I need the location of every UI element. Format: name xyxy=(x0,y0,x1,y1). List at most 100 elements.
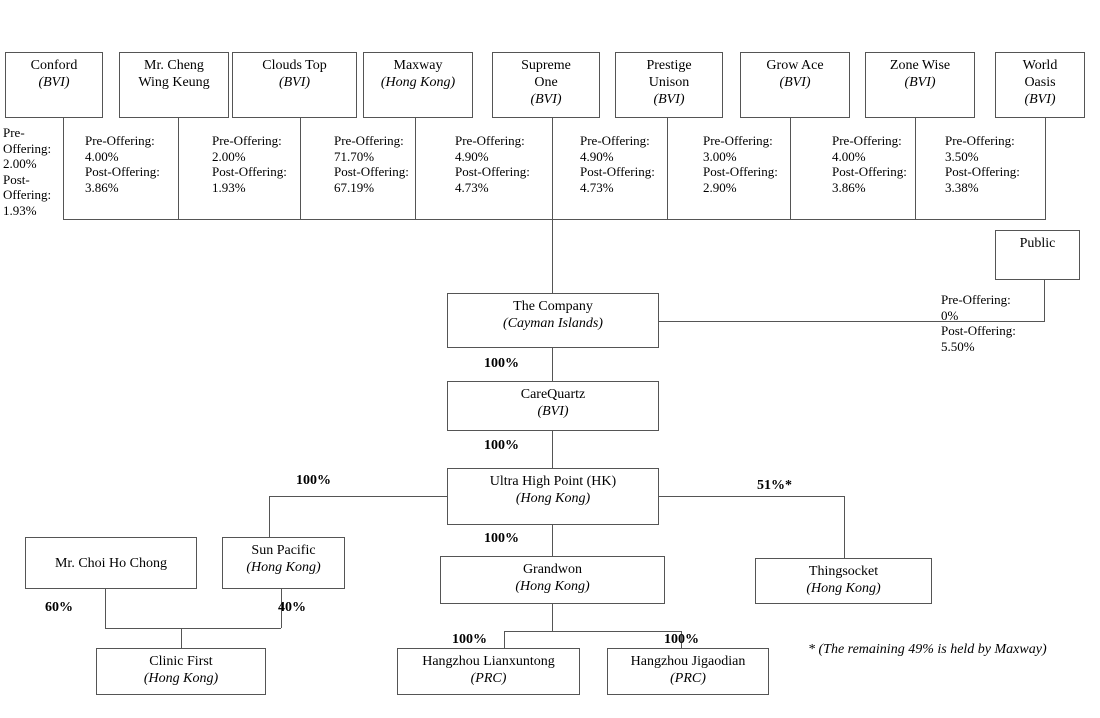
connector-grandwon-to-lianxuntong xyxy=(504,631,505,648)
connector-conford-drop xyxy=(63,118,64,219)
connector-sun-pacific-to-clinic-v xyxy=(281,589,282,628)
connector-uhp-to-sun-pacific-h xyxy=(269,496,447,497)
connector-uhp-to-thingsocket-v xyxy=(844,496,845,558)
ownership-note-world-oasis: Pre-Offering: 3.50% Post-Offering: 3.38% xyxy=(945,133,1020,195)
entity-box-hangzhou-jigaodian[interactable]: Hangzhou Jigaodian (PRC) xyxy=(607,648,769,695)
entity-name: Clinic First xyxy=(149,654,213,669)
percent-grandwon-to-jigaodian: 100% xyxy=(664,632,699,647)
shareholder-box-world-oasis[interactable]: World Oasis (BVI) xyxy=(995,52,1085,118)
shareholder-box-grow-ace[interactable]: Grow Ace (BVI) xyxy=(740,52,850,118)
entity-jurisdiction: (PRC) xyxy=(470,671,507,686)
percent-carequartz-to-uhp: 100% xyxy=(484,438,519,453)
entity-jurisdiction: (Hong Kong) xyxy=(380,75,456,90)
entity-jurisdiction: (Hong Kong) xyxy=(515,579,590,594)
percent-uhp-to-sun-pacific: 100% xyxy=(296,473,331,488)
ownership-note-zone-wise: Pre-Offering: 4.00% Post-Offering: 3.86% xyxy=(832,133,907,195)
connector-world-oasis-drop xyxy=(1045,118,1046,219)
entity-box-thingsocket[interactable]: Thingsocket (Hong Kong) xyxy=(755,558,932,604)
entity-box-the-company[interactable]: The Company (Cayman Islands) xyxy=(447,293,659,348)
ownership-note-maxway: Pre-Offering: 71.70% Post-Offering: 67.1… xyxy=(334,133,409,195)
entity-jurisdiction: (BVI) xyxy=(653,92,685,107)
entity-box-ultra-high-point[interactable]: Ultra High Point (HK) (Hong Kong) xyxy=(447,468,659,525)
connector-supreme-one-drop xyxy=(552,118,553,219)
footnote-maxway-remaining: * (The remaining 49% is held by Maxway) xyxy=(808,642,1047,657)
shareholder-box-maxway[interactable]: Maxway (Hong Kong) xyxy=(363,52,473,118)
entity-name: CareQuartz xyxy=(520,387,586,402)
entity-jurisdiction: (BVI) xyxy=(1024,92,1056,107)
ownership-note-clouds-top: Pre-Offering: 2.00% Post-Offering: 1.93% xyxy=(212,133,287,195)
entity-name: Mr. Cheng Wing Keung xyxy=(138,58,210,90)
connector-shareholder-bus xyxy=(63,219,1046,220)
percent-grandwon-to-lianxuntong: 100% xyxy=(452,632,487,647)
entity-name: Mr. Choi Ho Chong xyxy=(54,555,167,571)
entity-name: Zone Wise xyxy=(889,58,951,73)
percent-company-to-carequartz: 100% xyxy=(484,356,519,371)
connector-uhp-to-grandwon xyxy=(552,525,553,556)
entity-name: Prestige Unison xyxy=(646,58,692,90)
connector-zone-wise-drop xyxy=(915,118,916,219)
entity-box-sun-pacific[interactable]: Sun Pacific (Hong Kong) xyxy=(222,537,345,589)
entity-jurisdiction: (PRC) xyxy=(670,671,706,686)
connector-prestige-unison-drop xyxy=(667,118,668,219)
entity-jurisdiction: (Cayman Islands) xyxy=(503,316,603,331)
shareholder-box-conford[interactable]: Conford (BVI) xyxy=(5,52,103,118)
entity-jurisdiction: (Hong Kong) xyxy=(806,581,881,596)
percent-uhp-to-thingsocket: 51%* xyxy=(757,478,792,493)
entity-name: Hangzhou Jigaodian xyxy=(630,654,746,669)
entity-name: The Company xyxy=(513,299,593,314)
connector-clinic-first-drop xyxy=(181,628,182,648)
shareholder-box-clouds-top[interactable]: Clouds Top (BVI) xyxy=(232,52,357,118)
ownership-note-supreme-one: Pre-Offering: 4.90% Post-Offering: 4.73% xyxy=(455,133,530,195)
connector-carequartz-to-uhp xyxy=(552,431,553,468)
entity-name: Hangzhou Lianxuntong xyxy=(422,654,555,669)
entity-jurisdiction: (BVI) xyxy=(779,75,811,90)
ownership-note-public: Pre-Offering: 0% Post-Offering: 5.50% xyxy=(941,292,1016,354)
entity-box-clinic-first[interactable]: Clinic First (Hong Kong) xyxy=(96,648,266,695)
entity-jurisdiction: (Hong Kong) xyxy=(515,491,591,506)
shareholder-box-mr-cheng-wing-keung[interactable]: Mr. Cheng Wing Keung xyxy=(119,52,229,118)
percent-choi-to-clinic-first: 60% xyxy=(45,600,73,615)
percent-uhp-to-grandwon: 100% xyxy=(484,531,519,546)
connector-company-to-carequartz xyxy=(552,348,553,381)
connector-grandwon-drop xyxy=(552,604,553,631)
entity-jurisdiction: (BVI) xyxy=(38,75,70,90)
entity-name: Grandwon xyxy=(522,562,583,577)
entity-name: Supreme One xyxy=(521,58,571,90)
entity-name: Clouds Top xyxy=(262,58,327,73)
entity-name: Conford xyxy=(30,58,78,73)
entity-jurisdiction: (Hong Kong) xyxy=(246,560,321,575)
entity-jurisdiction: (BVI) xyxy=(904,75,936,90)
shareholder-box-prestige-unison[interactable]: Prestige Unison (BVI) xyxy=(615,52,723,118)
shareholder-box-public[interactable]: Public xyxy=(995,230,1080,280)
ownership-note-grow-ace: Pre-Offering: 3.00% Post-Offering: 2.90% xyxy=(703,133,778,195)
connector-grow-ace-drop xyxy=(790,118,791,219)
entity-jurisdiction: (BVI) xyxy=(530,92,562,107)
connector-mr-cheng-drop xyxy=(178,118,179,219)
entity-box-mr-choi-ho-chong[interactable]: Mr. Choi Ho Chong xyxy=(25,537,197,589)
percent-sun-pacific-to-clinic-first: 40% xyxy=(278,600,306,615)
ownership-note-conford: Pre- Offering: 2.00% Post- Offering: 1.9… xyxy=(3,125,52,218)
entity-name: Grow Ace xyxy=(766,58,824,73)
entity-jurisdiction: (Hong Kong) xyxy=(143,671,219,686)
connector-choi-to-clinic-v xyxy=(105,589,106,628)
entity-name: Maxway xyxy=(393,58,443,73)
entity-name: Thingsocket xyxy=(808,564,879,579)
entity-name: Ultra High Point (HK) xyxy=(489,474,617,489)
ownership-note-mr-cheng-wing-keung: Pre-Offering: 4.00% Post-Offering: 3.86% xyxy=(85,133,160,195)
shareholder-box-supreme-one[interactable]: Supreme One (BVI) xyxy=(492,52,600,118)
entity-box-hangzhou-lianxuntong[interactable]: Hangzhou Lianxuntong (PRC) xyxy=(397,648,580,695)
connector-uhp-to-thingsocket-h xyxy=(659,496,844,497)
connector-clouds-top-drop xyxy=(300,118,301,219)
ownership-note-prestige-unison: Pre-Offering: 4.90% Post-Offering: 4.73% xyxy=(580,133,655,195)
entity-box-grandwon[interactable]: Grandwon (Hong Kong) xyxy=(440,556,665,604)
entity-box-carequartz[interactable]: CareQuartz (BVI) xyxy=(447,381,659,431)
connector-clinic-first-join xyxy=(105,628,281,629)
connector-grandwon-to-jigaodian xyxy=(681,631,682,648)
shareholder-box-zone-wise[interactable]: Zone Wise (BVI) xyxy=(865,52,975,118)
connector-bus-to-company xyxy=(552,219,553,293)
connector-public-to-company xyxy=(659,321,1045,322)
entity-name: Public xyxy=(1019,236,1056,251)
entity-jurisdiction: (BVI) xyxy=(278,75,311,90)
connector-public-drop xyxy=(1044,280,1045,321)
